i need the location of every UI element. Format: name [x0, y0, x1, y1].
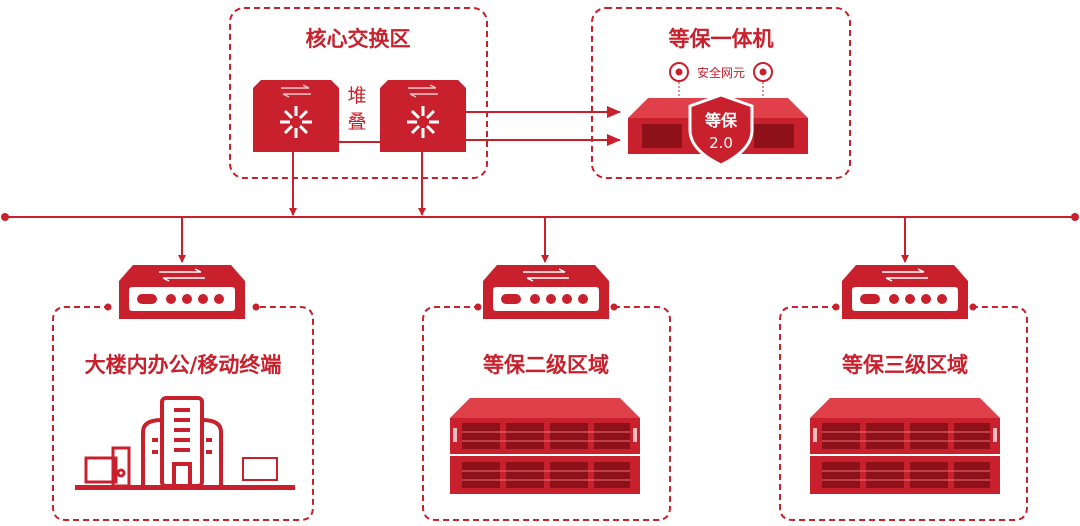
shield-label: 等保 — [704, 111, 738, 130]
network-element-icon — [669, 62, 689, 82]
network-element-label: 安全网元 — [697, 65, 745, 80]
zone-office-terminals: 大楼内办公/移动终端 — [52, 217, 314, 521]
stack-label: 堆 — [347, 85, 366, 107]
core-switch-zone: 核心交换区 堆 叠 — [229, 7, 621, 216]
building-icon — [141, 396, 223, 488]
access-switch-icon — [841, 264, 969, 320]
network-element-icon — [753, 62, 773, 82]
ground-line — [75, 485, 295, 490]
server-rack-icon — [809, 397, 1001, 495]
stack-label: 叠 — [347, 111, 366, 133]
zone-title: 大楼内办公/移动终端 — [85, 353, 282, 377]
appliance-title: 等保一体机 — [669, 27, 774, 51]
shield-icon — [688, 93, 754, 167]
zone-level2: 等保二级区域 — [422, 217, 671, 521]
zone-level3: 等保三级区域 — [779, 217, 1028, 521]
core-switch-icon — [251, 78, 341, 154]
laptop-icon — [242, 457, 278, 481]
server-rack-icon — [449, 397, 641, 495]
bus-endpoint — [1, 213, 9, 221]
zone-title: 等保三级区域 — [842, 353, 968, 377]
core-zone-title: 核心交换区 — [306, 27, 411, 51]
bus-endpoint — [1071, 213, 1079, 221]
desktop-computer-icon — [84, 446, 131, 488]
access-switch-icon — [118, 264, 246, 320]
compliance-appliance-zone: 等保一体机 安全网元 等保 2.0 — [591, 7, 851, 179]
core-switch-icon — [378, 78, 468, 154]
access-switch-icon — [482, 264, 610, 320]
zone-title: 等保二级区域 — [483, 353, 609, 377]
shield-version: 2.0 — [709, 134, 733, 152]
